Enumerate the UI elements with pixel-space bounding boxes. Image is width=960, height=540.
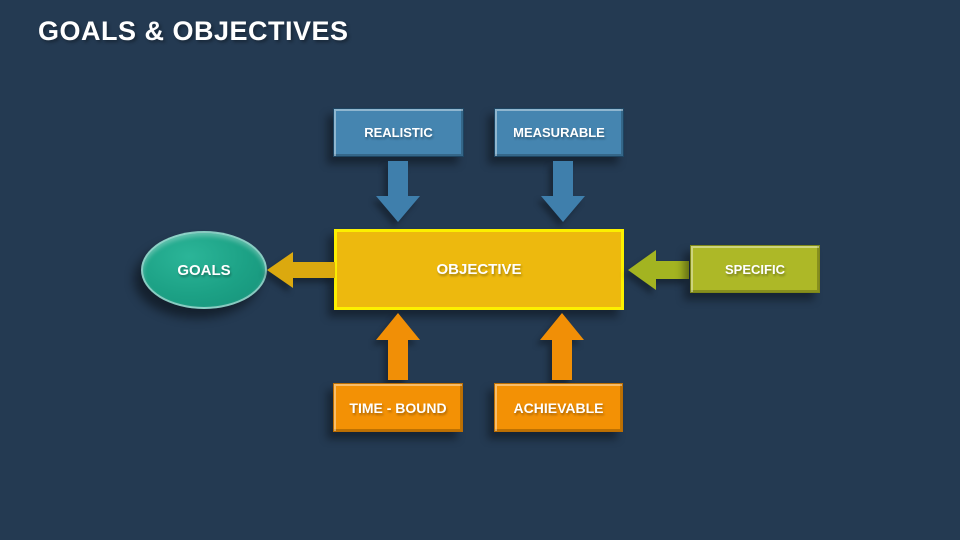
box-objective-label: OBJECTIVE	[436, 261, 522, 278]
box-measurable: MEASURABLE	[494, 108, 624, 157]
arrow-down-shape	[376, 161, 420, 222]
arrow-objective-to-goals-icon	[267, 252, 335, 288]
box-objective: OBJECTIVE	[334, 229, 624, 310]
box-time-bound-label: TIME - BOUND	[349, 399, 447, 416]
box-specific-label: SPECIFIC	[725, 261, 785, 277]
slide-title: GOALS & OBJECTIVES	[38, 16, 349, 46]
box-achievable-label: ACHIEVABLE	[513, 399, 604, 416]
arrow-timebound-to-objective-icon	[376, 313, 420, 380]
box-realistic: REALISTIC	[333, 108, 464, 157]
box-time-bound: TIME - BOUND	[333, 383, 463, 432]
box-realistic-label: REALISTIC	[364, 125, 433, 140]
ellipse-goals-label: GOALS	[177, 261, 231, 279]
arrow-specific-to-objective-icon	[628, 250, 689, 290]
box-measurable-label: MEASURABLE	[513, 125, 605, 140]
arrow-left-shape	[267, 252, 335, 288]
box-specific: SPECIFIC	[690, 245, 820, 293]
ellipse-goals: GOALS	[141, 231, 267, 309]
arrow-achievable-to-objective-icon	[540, 313, 584, 380]
box-achievable: ACHIEVABLE	[494, 383, 623, 432]
arrow-left-shape	[628, 250, 689, 290]
arrow-measurable-to-objective-icon	[541, 161, 585, 222]
arrow-realistic-to-objective-icon	[376, 161, 420, 222]
arrow-down-shape	[541, 161, 585, 222]
arrow-up-shape	[540, 313, 584, 380]
arrow-up-shape	[376, 313, 420, 380]
